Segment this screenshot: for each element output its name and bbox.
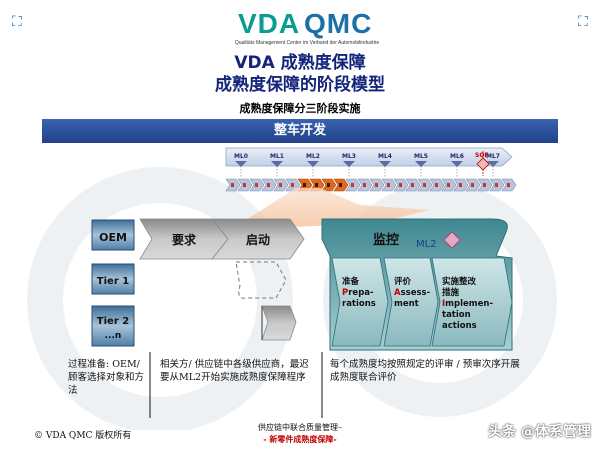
tier-label-n: ...n xyxy=(105,331,122,341)
monitor-steps: 准备Prepa-rations评价Assess-ment实施整改措施Implem… xyxy=(331,257,513,347)
milestone-ml5: ML5 xyxy=(414,153,428,178)
page-title: VDA 成熟度保障 xyxy=(234,53,366,73)
tier-label-oem: OEM xyxy=(99,231,127,244)
milestone-label: ML3 xyxy=(342,153,356,160)
process-chevron-highlighted xyxy=(321,178,337,192)
step-initial: A xyxy=(394,288,401,298)
phase-startup: 启动 xyxy=(211,218,305,341)
step-en-line3: actions xyxy=(442,321,477,331)
process-chevron xyxy=(249,178,265,192)
milestone-label: ML1 xyxy=(270,153,284,160)
milestone-label: ML4 xyxy=(378,153,392,160)
tier-boxes: OEM Tier 1 Tier 2 ...n xyxy=(91,219,135,347)
step-en-rest: repa- xyxy=(348,288,374,298)
milestone-label: ML2 xyxy=(306,153,320,160)
milestone-label: ML6 xyxy=(450,153,464,160)
step-en-label: Prepa- xyxy=(342,288,374,298)
process-chevron xyxy=(225,178,241,192)
phase-requirement: 要求 xyxy=(139,218,229,260)
page-subtitle: 成熟度保障的阶段模型 xyxy=(215,75,385,95)
step-zh-label: 评价 xyxy=(394,276,412,287)
process-chevron xyxy=(357,178,373,192)
sop-label: SOP xyxy=(475,152,489,159)
tier-box-oem xyxy=(91,219,135,251)
process-chevron xyxy=(381,178,397,192)
milestone-ml0: ML0 xyxy=(234,153,248,178)
process-chevron xyxy=(261,178,277,192)
footer-subtitle: - 新零件成熟度保障- xyxy=(263,434,337,444)
section-heading: 成熟度保障分三阶段实施 xyxy=(239,102,361,115)
step-zh-label-2: 措施 xyxy=(442,287,460,298)
step-en-line2: ment xyxy=(394,299,419,309)
milestone-ml2: ML2 xyxy=(306,153,320,178)
process-chevron xyxy=(405,178,421,192)
source-watermark: 头条 @体系管理 xyxy=(488,424,591,440)
step-en-line2: tation xyxy=(442,310,471,320)
process-chevron xyxy=(489,178,505,192)
vehicle-development-band: 整车开发 xyxy=(42,119,558,143)
step-en-label: Implemen- xyxy=(442,299,493,309)
description-preparation: 过程准备: OEM/ 顾客选择对象和方法 xyxy=(68,359,145,396)
process-chevron xyxy=(465,178,481,192)
logo-subtitle: Qualitäts Management Center im Verband d… xyxy=(234,40,380,46)
milestone-label: ML7 xyxy=(486,153,500,160)
phase-monitor-label: 监控 xyxy=(373,232,399,248)
copyright: © VDA QMC 版权所有 xyxy=(34,431,132,441)
milestone-ml4: ML4 xyxy=(378,153,392,178)
process-chevron xyxy=(501,178,517,192)
milestone-ml3: ML3 xyxy=(342,153,356,178)
step-en-label: Assess- xyxy=(394,288,431,298)
milestone-label: ML0 xyxy=(234,153,248,160)
footer-title: 供应链中联合质量管理– xyxy=(258,423,342,432)
process-chevron-highlighted xyxy=(333,178,349,192)
milestone-ml6: ML6 xyxy=(450,153,464,178)
process-chevron xyxy=(417,178,433,192)
tier-box-tier1 xyxy=(91,263,135,295)
step-initial: P xyxy=(342,288,348,298)
monitor-diamond-icon xyxy=(443,231,461,249)
milestone-arrow xyxy=(225,147,513,167)
step-zh-label: 准备 xyxy=(342,276,360,287)
tier-label-tier2: Tier 2 xyxy=(97,316,129,327)
milestone-ml1: ML1 xyxy=(270,153,284,178)
process-chevron xyxy=(453,178,469,192)
process-chevron xyxy=(237,178,253,192)
tier-box-tier2 xyxy=(91,305,135,347)
phase-startup-label: 启动 xyxy=(246,232,270,247)
process-chevron xyxy=(369,178,385,192)
process-chevron xyxy=(429,178,445,192)
tier-label-tier1: Tier 1 xyxy=(97,276,129,287)
corner-logo-left-icon: ⛶ xyxy=(12,14,22,30)
phase-requirement-label: 要求 xyxy=(172,232,197,247)
logo-qmc: QMC xyxy=(304,8,373,39)
step-initial: I xyxy=(442,299,445,309)
description-stakeholders: 相关方/ 供应链中各级供应商，最迟要从ML2开始实施成熟度保障程序 xyxy=(160,359,309,383)
process-chevron xyxy=(441,178,457,192)
process-chevron xyxy=(345,178,361,192)
corner-logo-right-icon: ⛶ xyxy=(578,14,588,30)
step-en-rest: ssess- xyxy=(401,288,431,298)
sop-marker: SOP xyxy=(475,151,490,176)
process-chevron xyxy=(477,178,493,192)
step-zh-label: 实施整改 xyxy=(442,276,477,287)
description-joint-evaluation: 每个成熟度均按照规定的评审 / 预审次序开展成熟度联合评价 xyxy=(330,359,520,383)
milestone-label: ML5 xyxy=(414,153,428,160)
monitor-milestone-label: ML2 xyxy=(416,239,437,250)
logo-vda: VDA xyxy=(238,8,301,39)
milestone-ml7: ML7 xyxy=(486,153,500,178)
step-en-rest: mplemen- xyxy=(445,299,493,309)
step-en-line2: rations xyxy=(342,299,376,309)
process-chevron-row xyxy=(225,178,517,192)
process-chevron xyxy=(393,178,409,192)
milestone-markers: ML0 ML1 ML2 ML3 ML4 ML5 ML6 ML7 xyxy=(234,153,500,178)
process-chevron xyxy=(273,178,289,192)
